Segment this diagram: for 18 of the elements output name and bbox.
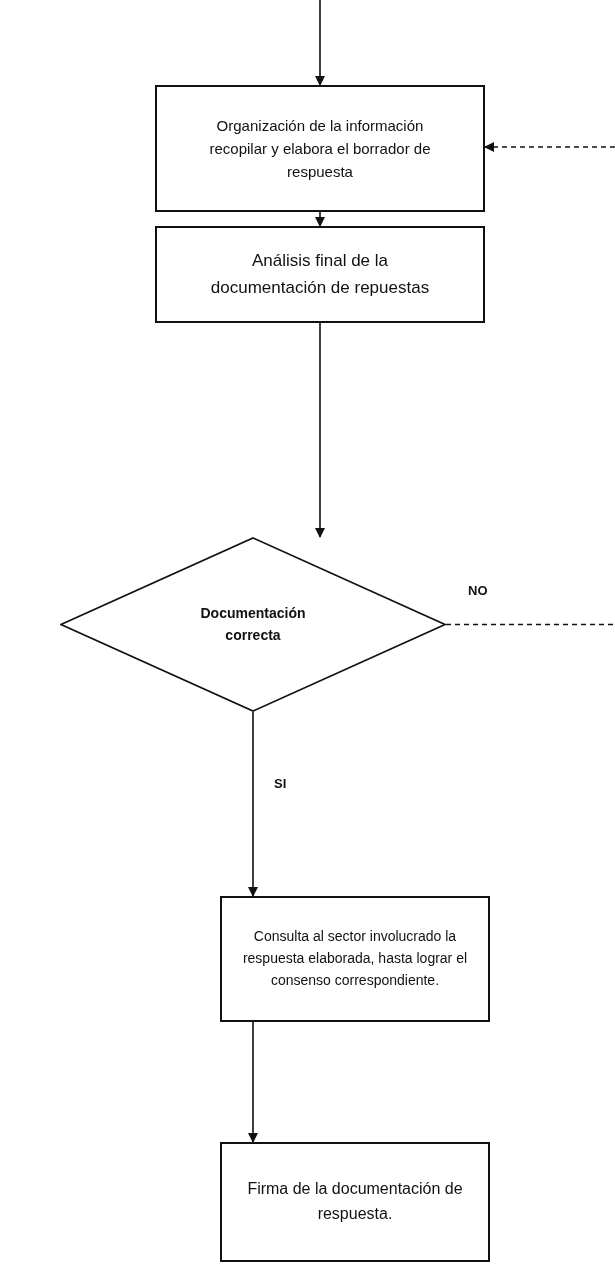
arrow [248, 711, 258, 897]
edge-label: NO [466, 583, 490, 598]
dashed-line [445, 623, 615, 626]
process-box [220, 896, 490, 1022]
dashed-arrow [484, 142, 615, 152]
process-box [220, 1142, 490, 1262]
arrow [248, 1021, 258, 1143]
node-text: Organización de la información recopilar y elabora el borrador de respuesta [208, 115, 432, 183]
node-text: Consulta al sector involucrado la respuesta elaborada, hasta lograr el consenso correspondiente. [241, 927, 469, 990]
edge-label: SI [272, 776, 289, 791]
process-box [155, 85, 485, 212]
arrow [315, 0, 325, 86]
arrow [315, 211, 325, 227]
node-text: Documentación correcta [199, 603, 307, 645]
node-text: Análisis final de la documentación de repuestas [209, 250, 431, 299]
process-box [155, 226, 485, 323]
node-text: Firma de la documentación de respuesta. [246, 1179, 464, 1224]
arrow [315, 322, 325, 538]
